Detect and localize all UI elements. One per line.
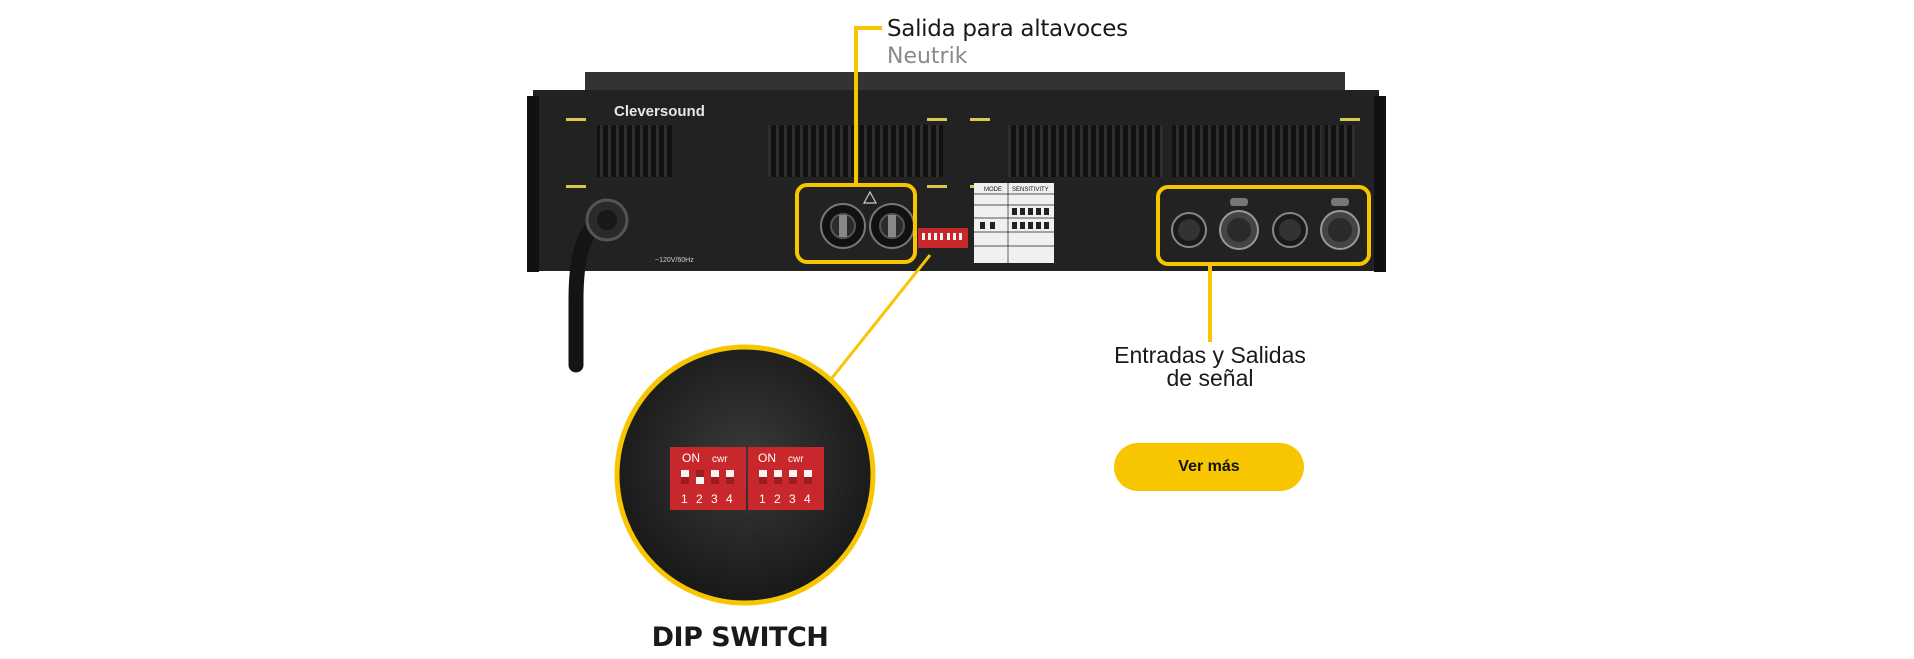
vent-grille-5 xyxy=(1325,125,1355,177)
speaker-output-subtitle: Neutrik xyxy=(887,44,968,69)
power-label: ~120V/60Hz xyxy=(655,257,694,264)
speaker-output-title: Salida para altavoces xyxy=(887,16,1128,42)
io-highlight xyxy=(1156,185,1371,266)
chassis-top-lip xyxy=(585,72,1345,92)
dip-leader-line xyxy=(830,254,932,379)
dip-num-l2: 2 xyxy=(696,492,703,506)
dip-num-r3: 3 xyxy=(789,492,796,506)
dip-on-left: ON xyxy=(682,451,700,465)
dip-num-l3: 3 xyxy=(711,492,718,506)
dip-brand-left: cwr xyxy=(712,454,728,465)
left-rack-ear xyxy=(527,96,539,272)
dip-on-right: ON xyxy=(758,451,776,465)
vent-grille-4 xyxy=(1172,125,1322,177)
speaker-leader-line xyxy=(854,26,882,185)
dip-switch-title: DIP SWITCH xyxy=(651,622,829,653)
dip-num-l4: 4 xyxy=(726,492,733,506)
vent-grille-3 xyxy=(1008,125,1163,177)
dip-num-r2: 2 xyxy=(774,492,781,506)
brand-logo: Cleversound xyxy=(614,103,705,120)
io-callout-line1: Entradas y Salidas xyxy=(1114,342,1306,368)
dip-num-r1: 1 xyxy=(759,492,766,506)
table-sensitivity-header: SENSITIVITY xyxy=(1012,187,1049,193)
xlr-connectors xyxy=(1171,198,1360,250)
io-callout: Entradas y Salidas de señal xyxy=(1080,344,1340,390)
ver-mas-button[interactable]: Ver más xyxy=(1114,443,1304,491)
io-callout-line2: de señal xyxy=(1166,365,1254,391)
right-rack-ear xyxy=(1374,96,1386,272)
table-mode-header: MODE xyxy=(984,187,1002,193)
vent-grille-1 xyxy=(597,125,672,177)
dip-num-l1: 1 xyxy=(681,492,688,506)
dip-brand-right: cwr xyxy=(788,454,804,465)
dip-num-r4: 4 xyxy=(804,492,811,506)
speakon-connectors xyxy=(820,190,915,249)
